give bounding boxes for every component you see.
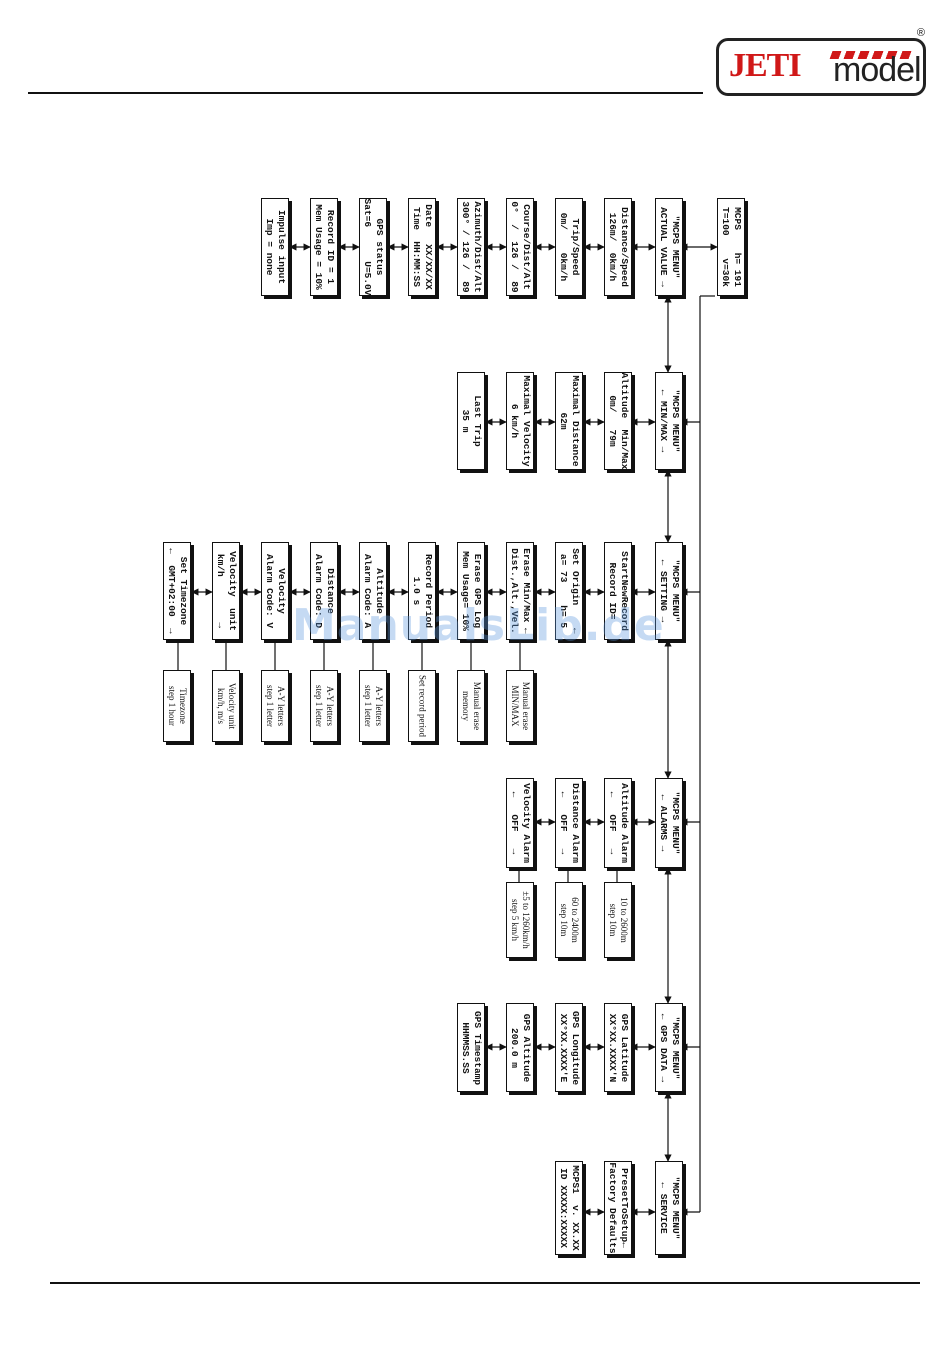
menu-3-note-5: A-Y letters step 1 letter (261, 670, 289, 742)
menu-1-item-1: Trip/Speed 0m/ 0km/h (555, 198, 583, 296)
menu-3-item-9: Set Timezone ← GMT+02:00 → (163, 542, 191, 640)
top-rule (28, 92, 703, 94)
menu-1-item-5-text: GPS status Sat=6 U=5.0V (362, 198, 385, 296)
menu-1-item-6-text: Record ID = 1 Mem Usage = 10% (313, 204, 336, 290)
logo-sub-text: model (833, 51, 922, 89)
menu-3-note-4-text: A-Y letters step 1 letter (314, 685, 335, 727)
menu-5-item-0: GPS Latitude XX°XX.XXXX'N (604, 1003, 632, 1092)
menu-4-item-0: Altitude Alarm ← OFF → (604, 778, 632, 868)
menu-3-item-8-text: Velocity unit km/h → (215, 551, 238, 631)
menu-3-item-4: Record Period 1.0 s (408, 542, 436, 640)
menu-4-note-2: ±5 to 1260km/h step 5 km/h (506, 882, 534, 958)
menu-header-4: "MCPS MENU" ← ALARMS → (655, 778, 683, 868)
menu-2-item-2: Maximal Velocity 6 km/h (506, 372, 534, 470)
menu-2-item-0-text: Altitude Min/Max 0m/ 79m (607, 372, 630, 470)
menu-3-note-0-text: Manual erase MIN/MAX (510, 681, 531, 731)
menu-3-note-6-text: Velocity unit km/h, m/s (216, 682, 237, 730)
menu-header-1-text: "MCPS MENU" ACTUAL VALUE → (658, 207, 681, 287)
menu-4-note-0: 10 to 2600m step 10m (604, 882, 632, 958)
menu-6-item-1-text: MCPS1 v. XX.XX ID XXXXX:XXXXX (558, 1165, 581, 1251)
logo-main-text: JETI (729, 47, 802, 84)
menu-3-item-7: Velocity Alarm Code: V (261, 542, 289, 640)
menu-header-4-text: "MCPS MENU" ← ALARMS → (658, 791, 681, 855)
menu-3-item-8: Velocity unit km/h → (212, 542, 240, 640)
menu-1-item-6: Record ID = 1 Mem Usage = 10% (310, 198, 338, 296)
menu-2-item-3: Last Trip 35 m (457, 372, 485, 470)
menu-header-6-text: "MCPS MENU" ← SERVICE (658, 1176, 681, 1240)
menu-4-item-1-text: Distance Alarm ← OFF → (558, 783, 581, 863)
menu-5-item-1-text: GPS Longitude XX°XX.XXXX'E (558, 1010, 581, 1085)
menu-3-note-3: A-Y letters step 1 letter (359, 670, 387, 742)
menu-5-item-3-text: GPS Timestamp HHMMSS.SS (460, 1010, 483, 1085)
menu-3-note-5-text: A-Y letters step 1 letter (265, 685, 286, 727)
menu-1-item-2-text: Course/Dist/Alt 0° / 126 / 89 (509, 201, 532, 293)
menu-3-item-0: StartNewRecord Record ID= (604, 542, 632, 640)
menu-1-item-3-text: Azimuth/Dist/Alt 300° / 126 / 89 (460, 201, 483, 293)
menu-2-item-0: Altitude Min/Max 0m/ 79m (604, 372, 632, 470)
menu-1-item-4-text: Date XX/XX/XX Time HH:MM:SS (411, 204, 434, 290)
menu-4-note-2-text: ±5 to 1260km/h step 5 km/h (510, 891, 531, 949)
menu-4-item-2: Velocity Alarm ← OFF → (506, 778, 534, 868)
menu-1-item-4: Date XX/XX/XX Time HH:MM:SS (408, 198, 436, 296)
menu-3-note-7-text: Timezone step 1 hour (167, 686, 188, 726)
menu-header-1: "MCPS MENU" ACTUAL VALUE → (655, 198, 683, 296)
menu-5-item-3: GPS Timestamp HHMMSS.SS (457, 1003, 485, 1092)
menu-header-2: "MCPS MENU" ← MIN/MAX → (655, 372, 683, 470)
menu-4-item-1: Distance Alarm ← OFF → (555, 778, 583, 868)
menu-2-item-1: Maximal Distance 62m (555, 372, 583, 470)
menu-2-item-2-text: Maximal Velocity 6 km/h (509, 375, 532, 467)
menu-1-item-3: Azimuth/Dist/Alt 300° / 126 / 89 (457, 198, 485, 296)
bottom-rule (50, 1282, 920, 1284)
menu-3-note-7: Timezone step 1 hour (163, 670, 191, 742)
menu-3-item-1: Set Origin ← a= 73 h= 5 (555, 542, 583, 640)
menu-3-note-1-text: Manual erase memory (461, 681, 482, 731)
menu-4-note-0-text: 10 to 2600m step 10m (608, 897, 629, 943)
menu-6-item-0: PresetToSetup← Factory Defaults (604, 1161, 632, 1255)
registered-mark: ® (916, 27, 925, 39)
menu-4-note-1-text: 60 to 2400m step 10m (559, 897, 580, 943)
menu-1-item-2: Course/Dist/Alt 0° / 126 / 89 (506, 198, 534, 296)
menu-3-note-0: Manual erase MIN/MAX (506, 670, 534, 742)
menu-3-item-5: Altitude Alarm Code: A (359, 542, 387, 640)
menu-6-item-0-text: PresetToSetup← Factory Defaults (607, 1162, 630, 1254)
menu-3-note-3-text: A-Y letters step 1 letter (363, 685, 384, 727)
menu-3-item-2: Erase Min/Max ← Dist.,Alt.,Vel. (506, 542, 534, 640)
menu-header-3: "MCPS MENU" ← SETTING → (655, 542, 683, 640)
menu-5-item-2-text: GPS Altitude 200.0 m (509, 1013, 532, 1082)
menu-header-5: "MCPS MENU" ← GPS DATA → (655, 1003, 683, 1092)
menu-3-note-6: Velocity unit km/h, m/s (212, 670, 240, 742)
menu-3-note-1: Manual erase memory (457, 670, 485, 742)
status-screen-text: MCPS h= 191 T=100 v=30k (720, 207, 743, 287)
menu-3-note-2: Set record period (408, 670, 436, 742)
menu-5-item-2: GPS Altitude 200.0 m (506, 1003, 534, 1092)
menu-1-item-0: Distance/Speed 126m/ 0km/h (604, 198, 632, 296)
menu-4-note-1: 60 to 2400m step 10m (555, 882, 583, 958)
menu-header-5-text: "MCPS MENU" ← GPS DATA → (658, 1013, 681, 1082)
menu-3-item-9-text: Set Timezone ← GMT+02:00 → (166, 548, 189, 634)
menu-3-note-4: A-Y letters step 1 letter (310, 670, 338, 742)
jeti-model-logo: JETI model ® (716, 27, 926, 96)
menu-1-item-1-text: Trip/Speed 0m/ 0km/h (558, 212, 581, 282)
menu-3-note-2-text: Set record period (417, 675, 428, 737)
status-screen: MCPS h= 191 T=100 v=30k (717, 198, 745, 296)
menu-3-item-6: Distance Alarm Code: D (310, 542, 338, 640)
menu-5-item-0-text: GPS Latitude XX°XX.XXXX'N (607, 1013, 630, 1082)
menu-4-item-2-text: Velocity Alarm ← OFF → (509, 783, 532, 863)
menu-5-item-1: GPS Longitude XX°XX.XXXX'E (555, 1003, 583, 1092)
menu-3-item-7-text: Velocity Alarm Code: V (264, 553, 287, 629)
menu-4-item-0-text: Altitude Alarm ← OFF → (607, 783, 630, 863)
menu-1-item-0-text: Distance/Speed 126m/ 0km/h (607, 207, 630, 287)
menu-1-item-5: GPS status Sat=6 U=5.0V (359, 198, 387, 296)
menu-header-6: "MCPS MENU" ← SERVICE (655, 1161, 683, 1255)
menu-1-item-7: Impulse input Imp = none (261, 198, 289, 296)
menu-2-item-3-text: Last Trip 35 m (460, 395, 483, 447)
menu-header-2-text: "MCPS MENU" ← MIN/MAX → (658, 389, 681, 453)
menu-6-item-1: MCPS1 v. XX.XX ID XXXXX:XXXXX (555, 1161, 583, 1255)
menu-3-item-3: Erase GPS Log Mem Usage= 10% (457, 542, 485, 640)
watermark: ManualsLib.de (292, 600, 665, 651)
menu-1-item-7-text: Impulse input Imp = none (264, 209, 287, 285)
menu-2-item-1-text: Maximal Distance 62m (558, 375, 581, 467)
